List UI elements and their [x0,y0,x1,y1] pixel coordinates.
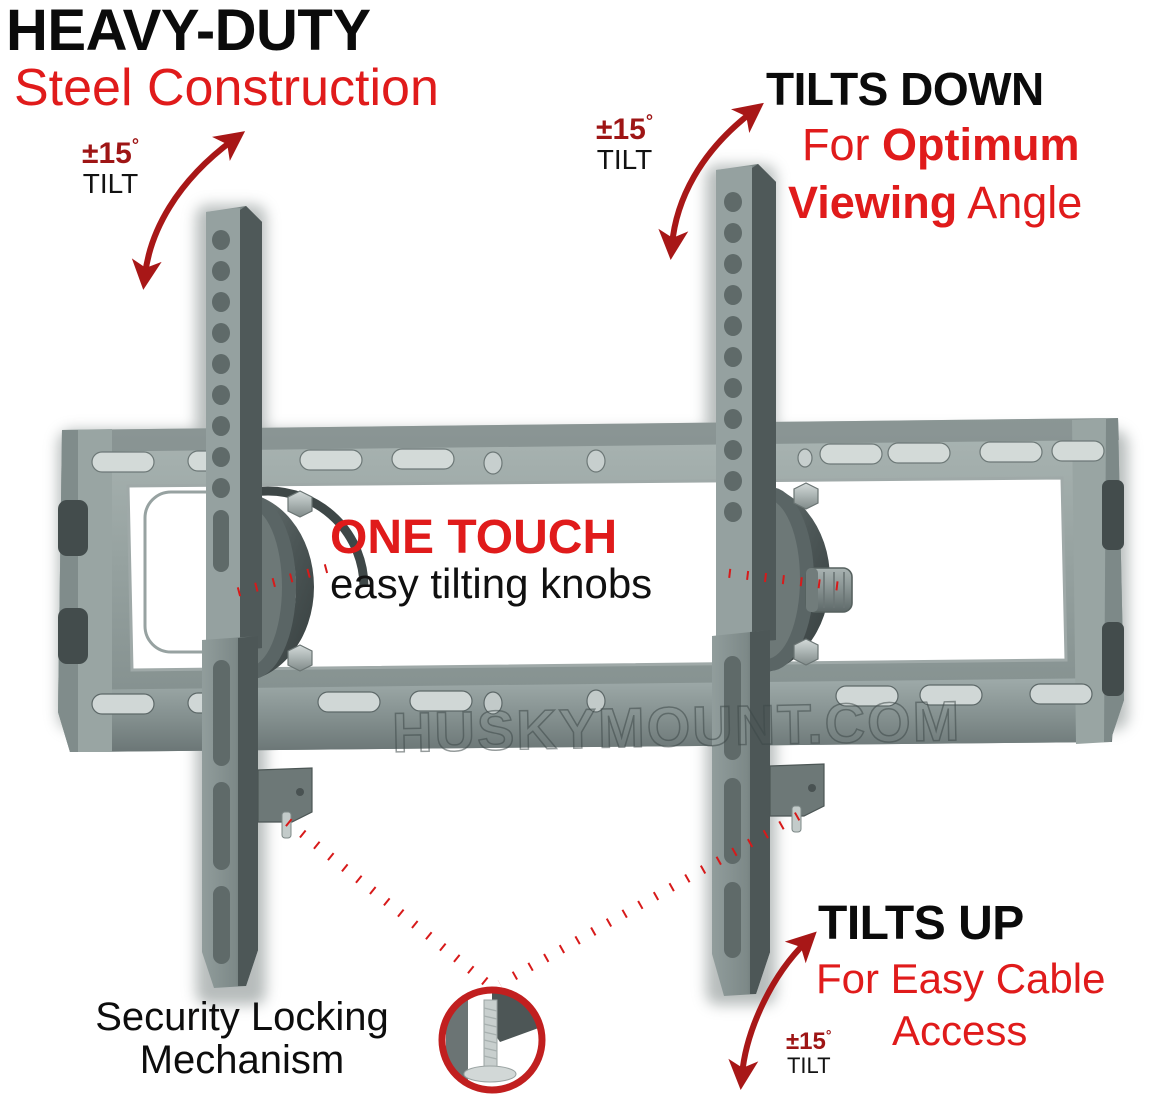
tilt-label-top-right: ±15° TILT [596,112,653,174]
callout-one-touch-title: ONE TOUCH [330,511,618,564]
tilt-label-bottom-right: ±15° TILT [786,1028,831,1077]
right-lower-arm-slots [724,656,741,958]
tilts-up-line-1: For Easy Cable [816,955,1106,1002]
left-pivot-bolt-bottom [287,644,313,672]
tilts-down-angle-text: Angle [957,177,1083,228]
right-vertical-arm-upper [716,164,776,644]
wall-plate-bottom-round-holes [483,689,606,715]
tilt-degrees-bottom-right: ±15° [786,1028,831,1054]
right-vertical-arm-lower [712,630,770,996]
degree-symbol-top-left: ° [131,135,140,155]
tilts-down-line-1: For Optimum [802,122,1080,167]
right-tilt-knob [805,567,853,613]
tilt-degrees-value-bottom-right: ±15 [786,1028,826,1055]
left-vertical-arm-upper [206,206,262,652]
tilts-up-line-2: Access [892,1007,1028,1054]
tilts-down-viewing-text: Viewing [788,177,958,228]
heading-steel-construction: Steel Construction [14,59,439,117]
heading-heavy-duty: HEAVY-DUTY [6,0,371,63]
left-arm-slots [213,510,229,572]
tilt-word-bottom-right: TILT [786,1053,831,1078]
right-edge-tabs [1102,480,1124,696]
tilt-word-top-left: TILT [82,168,139,199]
heading-tilts-down: TILTS DOWN [766,63,1044,115]
callout-security-locking: Security Locking Mechanism [52,995,432,1083]
wall-plate-top-round-holes [483,448,813,475]
tilt-degrees-top-left: ±15° [82,136,139,169]
tilt-label-top-left: ±15° TILT [82,136,139,198]
tilts-down-optimum-text: Optimum [882,119,1080,170]
tilt-degrees-value-top-left: ±15 [82,137,132,170]
security-lock-tab-right [769,763,825,833]
security-locking-line-1: Security Locking [95,995,389,1039]
degree-symbol-bottom-right: ° [825,1027,832,1043]
right-pivot-bolt-top [793,482,819,510]
degree-symbol-top-right: ° [645,111,654,131]
left-pivot-bolt-top [287,490,313,518]
tilt-degrees-top-right: ±15° [596,112,653,145]
callout-one-touch-subtitle: easy tilting knobs [330,560,653,607]
heading-tilts-up: TILTS UP [818,897,1024,950]
tilt-degrees-value-top-right: ±15 [596,113,646,146]
left-lower-arm-slots [213,660,230,964]
right-arm-hole-column [724,192,742,522]
tilts-down-for-text: For [802,119,883,170]
security-lock-tab-left [257,767,313,839]
left-edge-tabs [58,500,88,664]
left-vertical-arm-lower [202,636,258,988]
security-locking-line-2: Mechanism [139,1038,345,1083]
right-pivot-bolt-bottom [793,638,819,666]
tilt-word-top-right: TILT [596,144,653,175]
tilts-down-line-2: Viewing Angle [788,180,1082,225]
left-arm-hole-column [212,230,230,498]
